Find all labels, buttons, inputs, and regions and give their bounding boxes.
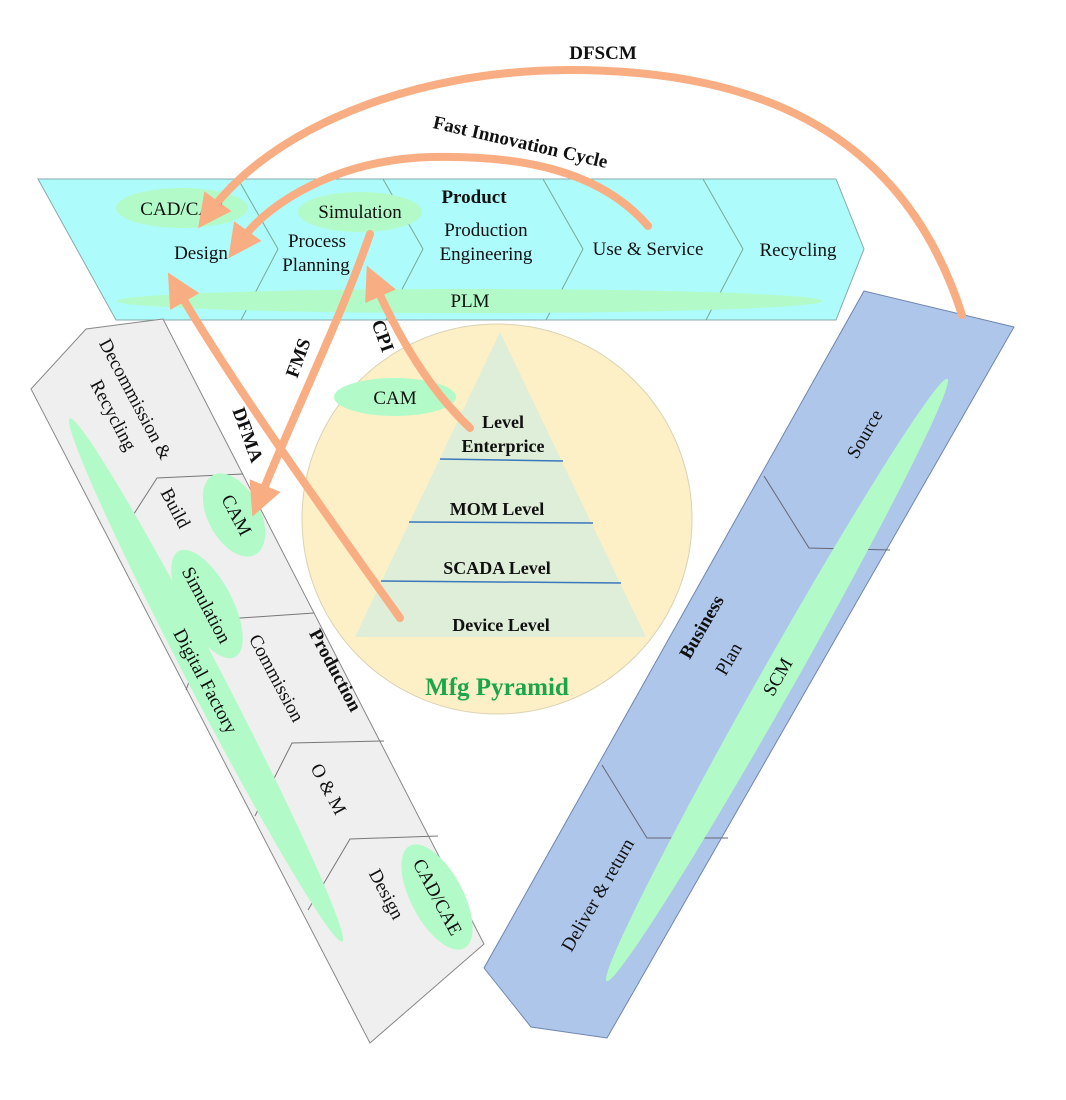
stage-production: Production (444, 220, 528, 241)
dfscm-arrow (198, 65, 966, 319)
flow-arrows (167, 65, 966, 622)
plm-label: PLM (450, 291, 489, 312)
level-label-device: Device Level (452, 615, 549, 635)
cam-pill-center (334, 378, 456, 416)
level-label-mom: MOM Level (450, 499, 544, 519)
cam-label-center: CAM (373, 388, 416, 409)
level-divider-3 (380, 580, 622, 584)
production-band-shape (30, 318, 485, 1044)
fms-arrow (249, 230, 374, 517)
level-label-scada: SCADA Level (443, 558, 551, 578)
scm-pill (605, 378, 949, 982)
dfscm-label: DFSCM (569, 43, 637, 64)
stage-planning: Planning (282, 255, 350, 276)
level-label-enterprise-1: Level (482, 412, 524, 432)
simulation-pill-top (298, 192, 422, 232)
stage-process: Process (288, 231, 346, 252)
level-divider-1 (439, 458, 564, 462)
fast-innovation-arrow (228, 152, 652, 259)
business-band: Source Business Plan SCM Deliver & retur… (483, 290, 1015, 1039)
stage-engineering: Engineering (440, 244, 533, 265)
product-band: CAD/CAE Simulation PLM Product Design Pr… (37, 178, 865, 321)
digital-factory-pill (68, 418, 344, 942)
cad-cae-pill-left (401, 844, 473, 950)
stage-design-top: Design (174, 243, 228, 264)
production-band: Decommission & Recycling Build CAM Simul… (30, 318, 485, 1044)
cpi-arrow (365, 265, 474, 432)
plm-pill (117, 289, 823, 313)
pyramid-shape (355, 332, 646, 637)
level-divider-2 (408, 521, 594, 524)
stage-recycling-top: Recycling (759, 240, 837, 261)
product-title: Product (441, 187, 507, 208)
simulation-pill-left (171, 549, 243, 659)
mfg-pyramid-title: Mfg Pyramid (425, 674, 569, 701)
dfma-arrow (167, 272, 404, 622)
simulation-label-top: Simulation (318, 202, 402, 223)
stage-use-service: Use & Service (593, 239, 704, 260)
level-label-enterprise-2: Enterprice (462, 436, 545, 456)
